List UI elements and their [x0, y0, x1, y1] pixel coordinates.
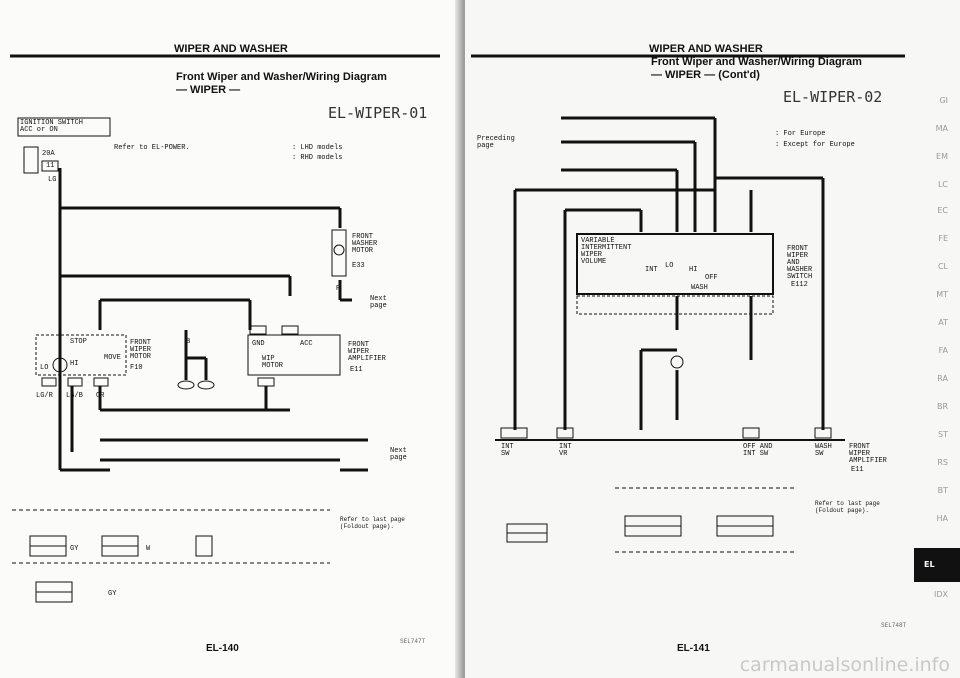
section-tab-ec[interactable]: EC — [937, 206, 948, 215]
watermark-text: carmanualsonline.info — [739, 654, 950, 676]
left-diagram-subtitle: — WIPER — — [176, 84, 241, 96]
right-page: WIPER AND WASHER Front Wiper and Washer/… — [465, 0, 960, 678]
right-page-number: EL-141 — [677, 643, 710, 654]
amplifier-code-right: E11 — [851, 466, 864, 474]
gnd-label: GND — [252, 340, 265, 348]
legend-europe: : For Europe — [775, 130, 826, 138]
fuse-rating: 20A — [42, 150, 55, 158]
refer-last-page-right: Refer to last page (Foldout page). — [815, 500, 880, 514]
section-tab-em[interactable]: EM — [936, 152, 948, 161]
section-tab-ha[interactable]: HA — [936, 514, 949, 523]
amplifier-code: E11 — [350, 366, 363, 374]
right-header: WIPER AND WASHER — [649, 43, 763, 55]
move-label: MOVE — [104, 354, 121, 362]
lo-label: LO — [40, 364, 49, 372]
refer-last-page: Refer to last page (Foldout page). — [340, 516, 405, 530]
wire-p: P — [336, 285, 341, 293]
off-position: OFF — [705, 274, 718, 282]
variable-switch-label: VARIABLE INTERMITTENT WIPER VOLUME — [581, 237, 632, 266]
int-position: INT — [645, 266, 658, 274]
wiper-motor-label: FRONT WIPER MOTOR — [130, 339, 152, 361]
section-tab-cl[interactable]: CL — [937, 262, 948, 271]
right-sel-code: SEL748T — [881, 622, 907, 629]
combination-switch-code: E112 — [791, 281, 808, 289]
next-page-label: Next page — [370, 295, 387, 310]
legend-rhd: : RHD models — [292, 154, 343, 162]
section-tab-ma[interactable]: MA — [935, 124, 948, 133]
left-wiring-diagram — [10, 54, 440, 603]
fuse-number: 11 — [46, 162, 55, 170]
section-tab-fa[interactable]: FA — [938, 346, 948, 355]
preceding-page-label: Preceding page — [477, 135, 515, 150]
left-page-number: EL-140 — [206, 643, 239, 654]
section-tab-at[interactable]: AT — [938, 318, 948, 327]
section-tab-ra[interactable]: RA — [937, 374, 948, 383]
gy-label: GY — [70, 545, 79, 553]
section-tab-st[interactable]: ST — [938, 430, 948, 439]
gy-label-2: GY — [108, 590, 117, 598]
int-sw-label: INT SW — [501, 443, 514, 458]
left-diagram-title: Front Wiper and Washer/Wiring Diagram — [176, 71, 387, 83]
next-page-label-2: Next page — [390, 447, 407, 462]
section-tab-rs[interactable]: RS — [937, 458, 948, 467]
lo-position: LO — [665, 262, 674, 270]
section-tab-gi[interactable]: GI — [939, 96, 948, 105]
wire-lgb-label: LG/B — [66, 392, 83, 400]
wire-lg-label: LG — [48, 176, 57, 184]
left-diagram-code: EL-WIPER-01 — [328, 104, 428, 122]
wire-lgr-label: LG/R — [36, 392, 53, 400]
left-header: WIPER AND WASHER — [174, 43, 288, 55]
right-diagram-subtitle: — WIPER — (Cont'd) — [651, 69, 760, 81]
legend-lhd: : LHD models — [292, 144, 343, 152]
amplifier-label-right: FRONT WIPER AMPLIFIER — [849, 443, 887, 465]
section-tab-idx[interactable]: IDX — [934, 590, 948, 599]
refer-power: Refer to EL-POWER. — [114, 144, 190, 152]
legend-except-europe: : Except for Europe — [775, 141, 855, 149]
section-tab-fe[interactable]: FE — [938, 234, 948, 243]
hi-position: HI — [689, 266, 698, 274]
amplifier-label: FRONT WIPER AMPLIFIER — [348, 341, 386, 363]
left-sel-code: SEL747T — [400, 638, 426, 645]
combination-switch-label: FRONT WIPER AND WASHER SWITCH — [787, 245, 813, 281]
hi-label: HI — [70, 360, 79, 368]
section-tab-mt[interactable]: MT — [936, 290, 948, 299]
section-tab-el-active[interactable]: EL — [914, 548, 960, 582]
int-vr-label: INT VR — [559, 443, 572, 458]
wiper-motor-code: F10 — [130, 364, 143, 372]
wash-position: WASH — [691, 284, 708, 292]
acc-label: ACC — [300, 340, 313, 348]
left-page: WIPER AND WASHER Front Wiper and Washer/… — [0, 0, 463, 678]
ignition-switch-label: IGNITION SWITCH ACC or ON — [20, 119, 84, 134]
off-and-int-sw-label: OFF AND INT SW — [743, 443, 773, 458]
right-diagram-title: Front Wiper and Washer/Wiring Diagram — [651, 56, 862, 68]
stop-label: STOP — [70, 338, 87, 346]
wire-or-label: OR — [96, 392, 105, 400]
wip-motor-label: WIP MOTOR — [262, 355, 284, 370]
section-tab-lc[interactable]: LC — [937, 180, 948, 189]
washer-motor-label: FRONT WASHER MOTOR — [352, 233, 378, 255]
right-wiring-diagram — [471, 54, 905, 553]
wash-sw-label: WASH SW — [815, 443, 832, 458]
wire-b-label: B — [186, 338, 191, 346]
right-diagram-code: EL-WIPER-02 — [783, 88, 883, 106]
section-tab-bt[interactable]: BT — [937, 486, 948, 495]
section-tab-br[interactable]: BR — [936, 402, 948, 411]
w-label: W — [146, 545, 151, 553]
washer-motor-code: E33 — [352, 262, 365, 270]
